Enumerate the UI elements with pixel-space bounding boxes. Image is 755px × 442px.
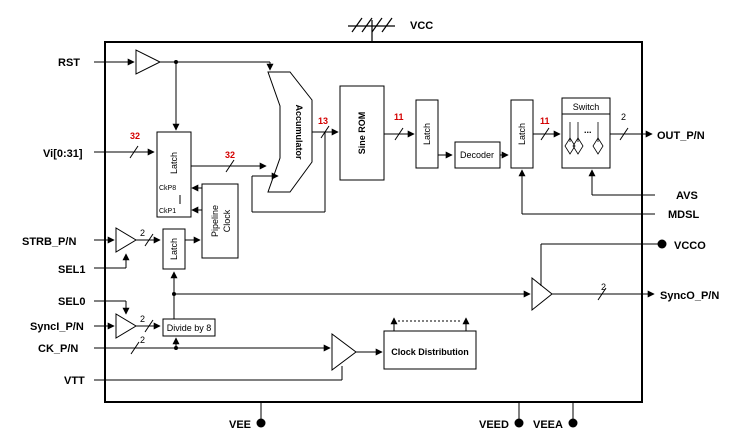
avs-path: AVS bbox=[588, 169, 698, 202]
mdsl-path: MDSL bbox=[518, 169, 699, 221]
pin-veed-label: VEED bbox=[479, 419, 509, 431]
bus-width-synci: 2 bbox=[140, 314, 145, 324]
pin-rst-label: RST bbox=[58, 57, 80, 69]
latch-to-accumulator-bus: 32 bbox=[191, 150, 267, 173]
pin-vcc-label: VCC bbox=[410, 20, 433, 32]
vi-input: Vi[0:31] 32 bbox=[43, 131, 155, 160]
bus-width-latch-switch: 11 bbox=[540, 116, 550, 126]
pin-vi-label: Vi[0:31] bbox=[43, 148, 83, 160]
input-latch: Latch CkP8 CkP1 bbox=[156, 131, 192, 218]
switch-label: Switch bbox=[573, 102, 600, 112]
pin-sel0-label: SEL0 bbox=[58, 296, 86, 308]
pin-veea-label: VEEA bbox=[533, 419, 563, 431]
pipeline-clock-block: Pipeline Clock bbox=[191, 183, 239, 259]
bus-width-rom-latch: 11 bbox=[394, 112, 404, 122]
pin-vcco-label: VCCO bbox=[674, 240, 706, 252]
strb-path: STRB_P/N 2 bbox=[22, 227, 161, 253]
divide-by-8-label: Divide by 8 bbox=[167, 323, 212, 333]
pin-sel1-label: SEL1 bbox=[58, 264, 86, 276]
accumulator-block: Accumulator 13 bbox=[251, 71, 339, 213]
switch-ellipsis: ... bbox=[584, 125, 592, 135]
vcco-pin: VCCO bbox=[657, 239, 706, 252]
sine-rom-label: Sine ROM bbox=[357, 112, 367, 155]
clock-label: Clock bbox=[222, 209, 232, 232]
accumulator-label: Accumulator bbox=[294, 104, 304, 160]
clock-distribution-block: Clock Distribution bbox=[383, 317, 477, 370]
veea-pin: VEEA bbox=[533, 402, 578, 431]
divide-by-8-block: Divide by 8 bbox=[162, 318, 216, 337]
sine-rom-block: Sine ROM 11 bbox=[339, 85, 415, 181]
pin-strb-label: STRB_P/N bbox=[22, 236, 76, 248]
synco-path: 2 SyncO_P/N bbox=[531, 243, 719, 312]
pin-out-label: OUT_P/N bbox=[657, 130, 705, 142]
ckp1-label: CkP1 bbox=[159, 208, 176, 215]
latch-2-label: Latch bbox=[422, 123, 432, 145]
bus-width-strb: 2 bbox=[140, 228, 145, 238]
latch-3-block: Latch 11 bbox=[510, 99, 561, 169]
decoder-block: Decoder bbox=[454, 141, 509, 169]
bus-width-latch-acc: 32 bbox=[225, 150, 235, 160]
pin-synco-label: SyncO_P/N bbox=[660, 290, 719, 302]
vtt-path: VTT bbox=[64, 366, 343, 387]
divided-clock-line bbox=[170, 271, 531, 320]
strb-latch-block: Latch bbox=[162, 228, 201, 270]
clock-distribution-label: Clock Distribution bbox=[391, 347, 469, 357]
sel0-path: SEL0 bbox=[58, 296, 130, 315]
chip-outline bbox=[104, 41, 643, 403]
bus-width-acc-rom: 13 bbox=[318, 116, 328, 126]
pin-vtt-label: VTT bbox=[64, 375, 85, 387]
vee-pin: VEE bbox=[229, 402, 266, 431]
rst-path: RST bbox=[58, 49, 274, 131]
strb-latch-label: Latch bbox=[169, 238, 179, 260]
input-latch-label: Latch bbox=[169, 152, 179, 174]
vcc-supply: VCC bbox=[348, 17, 433, 42]
latch-2-block: Latch bbox=[415, 99, 453, 169]
ckp8-label: CkP8 bbox=[159, 185, 176, 192]
ck-path: CK_P/N 2 bbox=[38, 333, 383, 371]
bus-width-vi: 32 bbox=[130, 131, 140, 141]
sel1-path: SEL1 bbox=[58, 253, 130, 276]
latch-3-label: Latch bbox=[517, 123, 527, 145]
pin-synci-label: SyncI_P/N bbox=[30, 321, 84, 333]
synci-path: SyncI_P/N 2 bbox=[30, 313, 161, 339]
decoder-label: Decoder bbox=[460, 150, 494, 160]
bus-width-out: 2 bbox=[621, 112, 626, 122]
veed-pin: VEED bbox=[479, 402, 524, 431]
bus-width-synco: 2 bbox=[601, 282, 606, 292]
pin-vee-label: VEE bbox=[229, 419, 251, 431]
pipeline-label: Pipeline bbox=[210, 205, 220, 237]
pin-mdsl-label: MDSL bbox=[668, 209, 699, 221]
switch-block: Switch ... 2 OUT_P/N bbox=[561, 97, 705, 169]
pin-ck-label: CK_P/N bbox=[38, 343, 78, 355]
bus-width-ck: 2 bbox=[140, 335, 145, 345]
pin-avs-label: AVS bbox=[676, 190, 698, 202]
